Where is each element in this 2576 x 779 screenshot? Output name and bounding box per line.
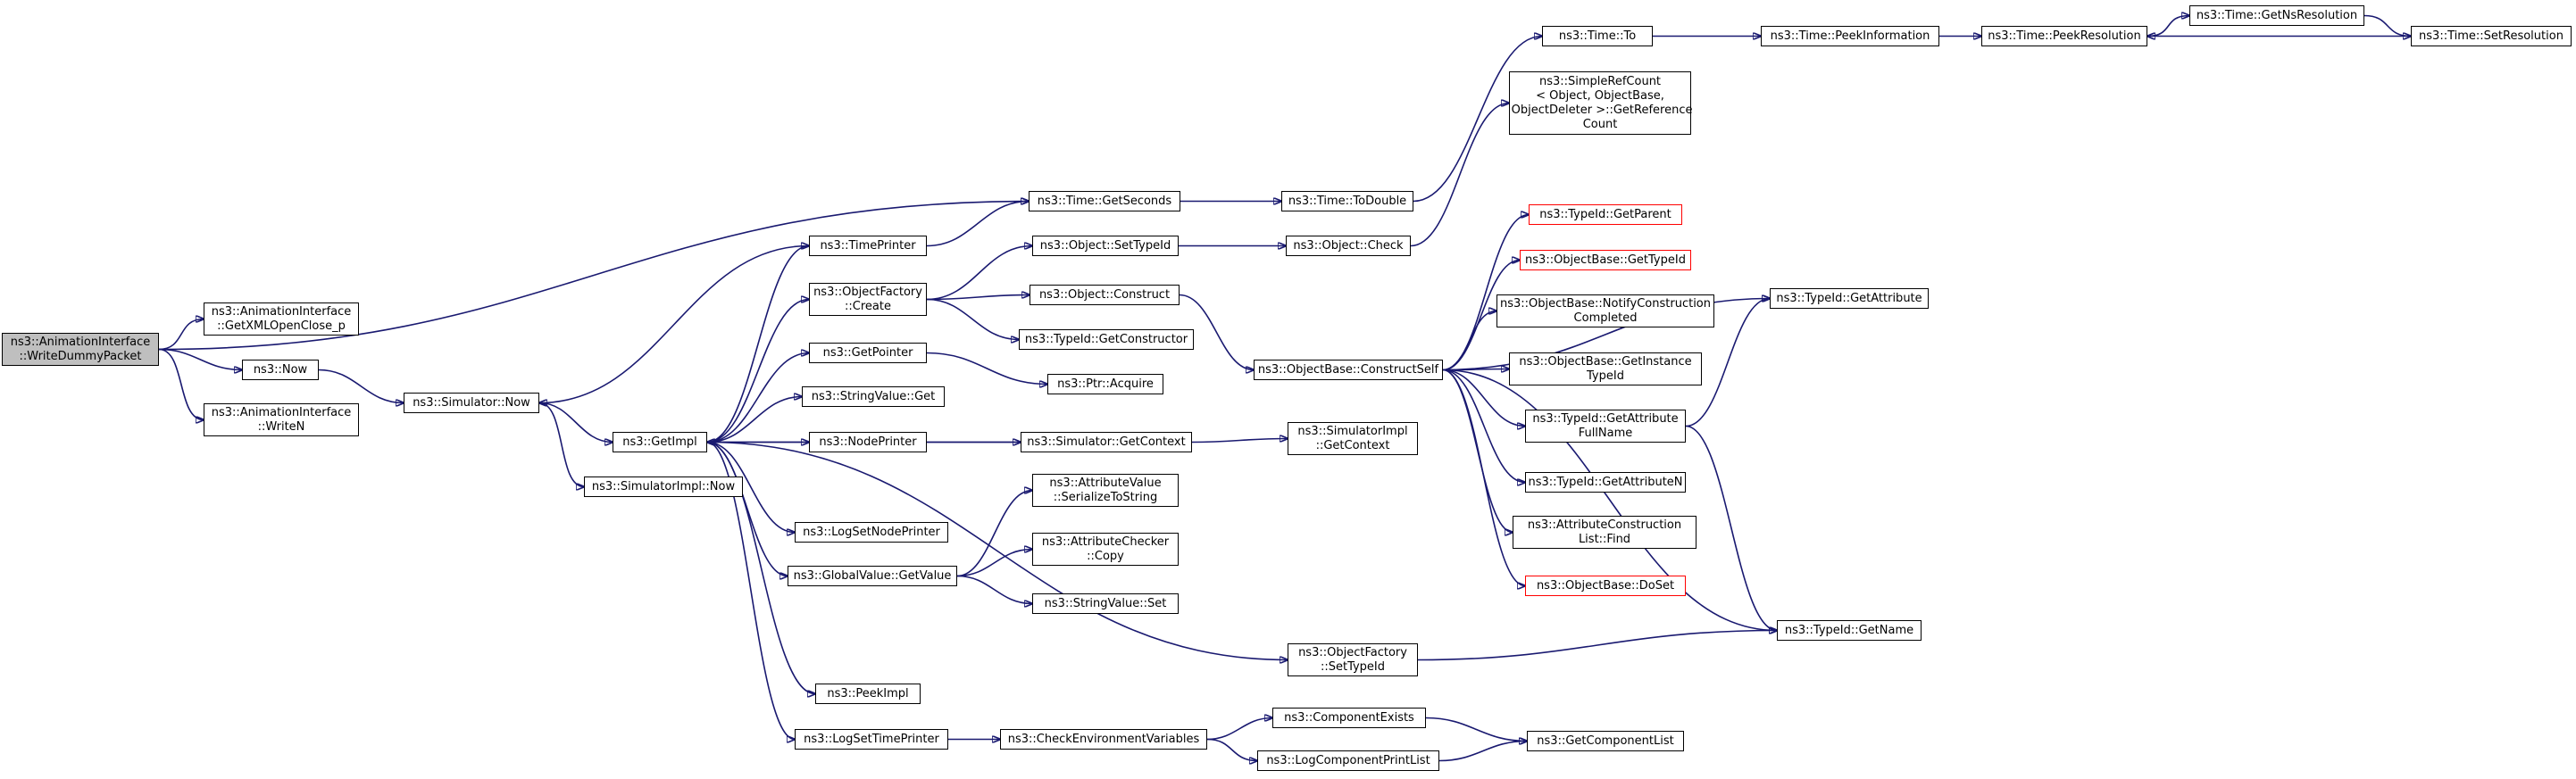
edge-get-impl-to-object-factory-create	[706, 300, 809, 443]
edge-get-impl-to-string-value-get	[706, 397, 802, 443]
edge-object-check-to-simple-ref-count	[1410, 104, 1509, 247]
node-type-id-get-attribute-full-name[interactable]: ns3::TypeId::GetAttribute FullName	[1525, 410, 1686, 443]
node-get-impl[interactable]: ns3::GetImpl	[613, 432, 707, 452]
node-write-dummy-packet[interactable]: ns3::AnimationInterface ::WriteDummyPack…	[2, 333, 159, 366]
node-string-value-get[interactable]: ns3::StringValue::Get	[802, 386, 945, 407]
node-object-base-construct-self[interactable]: ns3::ObjectBase::ConstructSelf	[1254, 360, 1443, 380]
edge-get-impl-to-log-set-time-printer	[706, 441, 795, 740]
node-object-set-type-id[interactable]: ns3::Object::SetTypeId	[1032, 236, 1179, 256]
edge-object-construct-to-object-base-construct-self	[1179, 294, 1254, 370]
edge-object-base-construct-self-to-object-base-do-set	[1442, 369, 1525, 586]
node-time-to[interactable]: ns3::Time::To	[1542, 26, 1653, 46]
node-time-peek-resolution[interactable]: ns3::Time::PeekResolution	[1981, 26, 2147, 46]
edge-component-exists-to-get-component-list	[1425, 717, 1527, 742]
node-string-value-set[interactable]: ns3::StringValue::Set	[1032, 593, 1179, 614]
edge-simulator-get-context-to-simulator-impl-get-context	[1191, 439, 1288, 443]
edge-time-get-ns-resolution-to-time-set-resolution	[2363, 14, 2411, 37]
node-simulator-get-context[interactable]: ns3::Simulator::GetContext	[1021, 432, 1192, 452]
node-type-id-get-parent[interactable]: ns3::TypeId::GetParent	[1529, 204, 1682, 225]
node-object-base-get-instance-type-id[interactable]: ns3::ObjectBase::GetInstance TypeId	[1509, 352, 1702, 385]
edge-get-impl-to-object-factory-set-type-id	[706, 441, 1288, 660]
node-type-id-get-name[interactable]: ns3::TypeId::GetName	[1777, 620, 1922, 641]
node-time-printer[interactable]: ns3::TimePrinter	[809, 236, 927, 256]
edge-check-environment-variables-to-component-exists	[1206, 718, 1272, 741]
node-type-id-get-attribute-n[interactable]: ns3::TypeId::GetAttributeN	[1525, 472, 1686, 493]
node-object-factory-create[interactable]: ns3::ObjectFactory ::Create	[809, 283, 927, 316]
node-component-exists[interactable]: ns3::ComponentExists	[1272, 708, 1426, 728]
node-object-check[interactable]: ns3::Object::Check	[1286, 236, 1411, 256]
edge-write-dummy-packet-to-now	[158, 348, 242, 370]
node-global-value-get-value[interactable]: ns3::GlobalValue::GetValue	[788, 566, 957, 586]
node-attribute-construction-list-find[interactable]: ns3::AttributeConstruction List::Find	[1513, 516, 1696, 549]
edge-global-value-get-value-to-attribute-checker-copy	[956, 550, 1032, 577]
node-object-base-do-set[interactable]: ns3::ObjectBase::DoSet	[1525, 576, 1686, 596]
edge-write-dummy-packet-to-write-n	[158, 348, 204, 420]
node-log-set-time-printer[interactable]: ns3::LogSetTimePrinter	[795, 729, 948, 750]
edge-type-id-get-attribute-full-name-to-type-id-get-name	[1685, 425, 1777, 631]
edge-object-factory-create-to-object-set-type-id	[926, 246, 1032, 301]
edge-object-factory-create-to-object-construct	[926, 295, 1030, 301]
edge-simulator-now-to-simulator-impl-now	[538, 402, 584, 487]
edge-get-pointer-to-ptr-acquire	[926, 352, 1047, 385]
edge-object-base-construct-self-to-object-base-notify-construction	[1442, 311, 1496, 371]
edge-get-impl-to-get-pointer	[706, 353, 809, 443]
edge-time-printer-to-time-get-seconds	[926, 202, 1029, 247]
node-ptr-acquire[interactable]: ns3::Ptr::Acquire	[1047, 374, 1163, 394]
edge-time-to-double-to-time-to	[1413, 37, 1542, 203]
edge-object-base-construct-self-to-type-id-get-attribute	[1442, 299, 1770, 371]
node-type-id-get-constructor[interactable]: ns3::TypeId::GetConstructor	[1019, 329, 1194, 350]
edge-simulator-now-to-get-impl	[538, 402, 613, 443]
node-simulator-impl-now[interactable]: ns3::SimulatorImpl::Now	[584, 477, 743, 497]
node-get-component-list[interactable]: ns3::GetComponentList	[1527, 731, 1684, 751]
node-time-to-double[interactable]: ns3::Time::ToDouble	[1281, 191, 1413, 211]
node-node-printer[interactable]: ns3::NodePrinter	[809, 432, 927, 452]
node-attribute-checker-copy[interactable]: ns3::AttributeChecker ::Copy	[1032, 533, 1179, 566]
node-now[interactable]: ns3::Now	[242, 360, 319, 380]
edge-global-value-get-value-to-attribute-value-serialize	[956, 491, 1032, 577]
node-attribute-value-serialize[interactable]: ns3::AttributeValue ::SerializeToString	[1032, 474, 1179, 507]
node-time-set-resolution[interactable]: ns3::Time::SetResolution	[2411, 26, 2572, 46]
node-time-get-ns-resolution[interactable]: ns3::Time::GetNsResolution	[2189, 5, 2364, 26]
node-simple-ref-count[interactable]: ns3::SimpleRefCount < Object, ObjectBase…	[1509, 71, 1692, 135]
node-peek-impl[interactable]: ns3::PeekImpl	[815, 684, 921, 704]
node-time-get-seconds[interactable]: ns3::Time::GetSeconds	[1029, 191, 1180, 211]
edge-object-factory-create-to-type-id-get-constructor	[926, 298, 1019, 340]
edge-log-component-print-list-to-get-component-list	[1438, 742, 1527, 762]
edge-write-dummy-packet-to-get-xml-open-close	[158, 319, 204, 351]
node-log-component-print-list[interactable]: ns3::LogComponentPrintList	[1257, 750, 1439, 771]
edge-object-base-construct-self-to-type-id-get-attribute-full-name	[1442, 369, 1525, 427]
node-object-base-get-type-id[interactable]: ns3::ObjectBase::GetTypeId	[1520, 250, 1691, 270]
edge-get-impl-to-peek-impl	[706, 441, 815, 694]
edge-time-peek-resolution-to-time-get-ns-resolution	[2147, 16, 2189, 37]
edge-time-printer-to-simulator-now	[539, 244, 810, 403]
edge-write-dummy-packet-to-time-get-seconds	[158, 202, 1029, 351]
node-object-factory-set-type-id[interactable]: ns3::ObjectFactory ::SetTypeId	[1288, 643, 1418, 676]
node-object-base-notify-construction[interactable]: ns3::ObjectBase::NotifyConstruction Comp…	[1496, 294, 1714, 327]
node-simulator-now[interactable]: ns3::Simulator::Now	[404, 393, 539, 413]
node-log-set-node-printer[interactable]: ns3::LogSetNodePrinter	[795, 522, 948, 543]
edge-get-impl-to-log-set-node-printer	[706, 441, 795, 533]
edge-type-id-get-attribute-full-name-to-type-id-get-attribute	[1685, 299, 1770, 427]
node-time-peek-information[interactable]: ns3::Time::PeekInformation	[1761, 26, 1939, 46]
edge-object-factory-set-type-id-to-type-id-get-name	[1417, 631, 1777, 661]
node-get-xml-open-close[interactable]: ns3::AnimationInterface ::GetXMLOpenClos…	[204, 302, 359, 336]
edge-object-base-construct-self-to-type-id-get-attribute-n	[1442, 369, 1525, 483]
edge-get-impl-to-time-printer	[706, 246, 809, 443]
node-simulator-impl-get-context[interactable]: ns3::SimulatorImpl ::GetContext	[1288, 422, 1418, 455]
edge-object-base-construct-self-to-type-id-get-name	[1442, 369, 1777, 631]
edge-object-base-construct-self-to-type-id-get-parent	[1442, 215, 1529, 371]
node-check-environment-variables[interactable]: ns3::CheckEnvironmentVariables	[1000, 729, 1207, 750]
node-get-pointer[interactable]: ns3::GetPointer	[809, 343, 927, 363]
edge-now-to-simulator-now	[318, 369, 404, 403]
edge-global-value-get-value-to-string-value-set	[956, 575, 1032, 604]
node-object-construct[interactable]: ns3::Object::Construct	[1030, 285, 1180, 305]
edge-get-impl-to-global-value-get-value	[706, 441, 788, 576]
node-write-n[interactable]: ns3::AnimationInterface ::WriteN	[204, 403, 359, 436]
edge-check-environment-variables-to-log-component-print-list	[1206, 738, 1257, 761]
node-type-id-get-attribute[interactable]: ns3::TypeId::GetAttribute	[1770, 288, 1929, 309]
